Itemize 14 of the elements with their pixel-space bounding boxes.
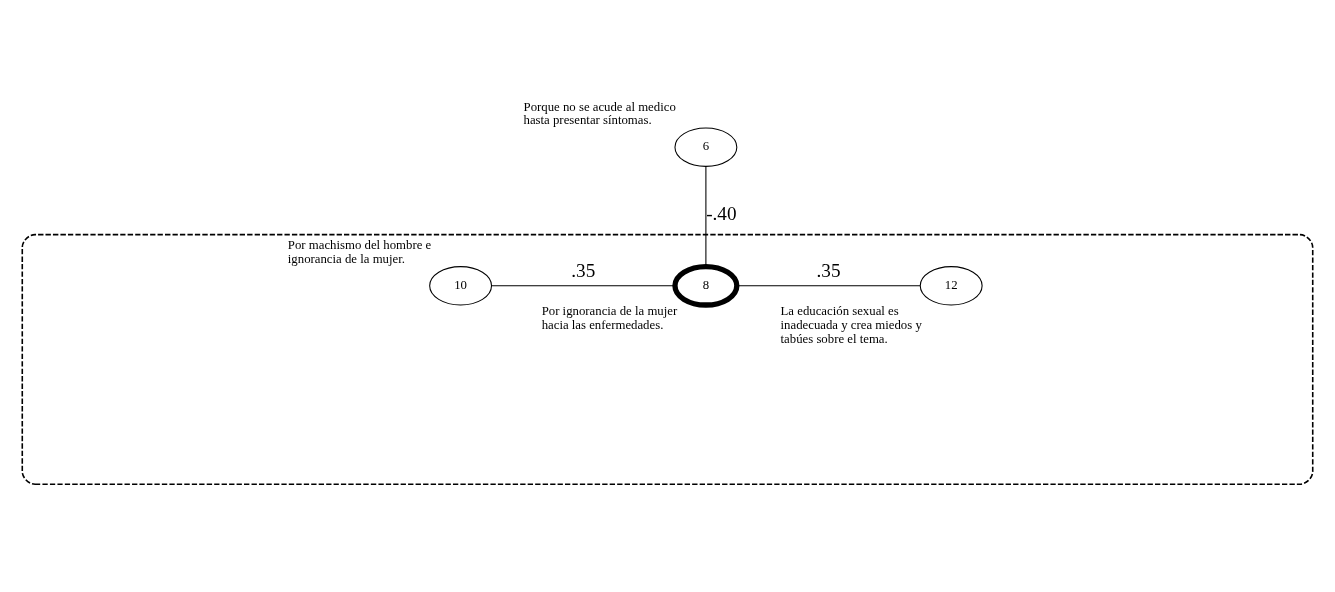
node-label: La educación sexual es inadecuada y crea miedos y tabúes sobre el tema.	[780, 303, 922, 346]
edge-label: .35	[571, 259, 596, 281]
connector	[491, 284, 676, 286]
connector	[705, 165, 707, 267]
node-ellipse: 6	[674, 126, 738, 167]
cluster	[21, 233, 1314, 485]
connector	[736, 284, 921, 286]
node-ellipse: 12	[919, 265, 983, 306]
node-ellipse: 10	[429, 265, 493, 306]
node-label: Porque no se acude al medico hasta presentar síntomas.	[523, 99, 676, 127]
edge-label: .35	[816, 259, 841, 281]
node-ellipse: 8	[672, 263, 740, 308]
edge-label: -.40	[706, 202, 737, 224]
node-label: Por machismo del hombre e ignorancia de la mujer.	[287, 237, 432, 266]
